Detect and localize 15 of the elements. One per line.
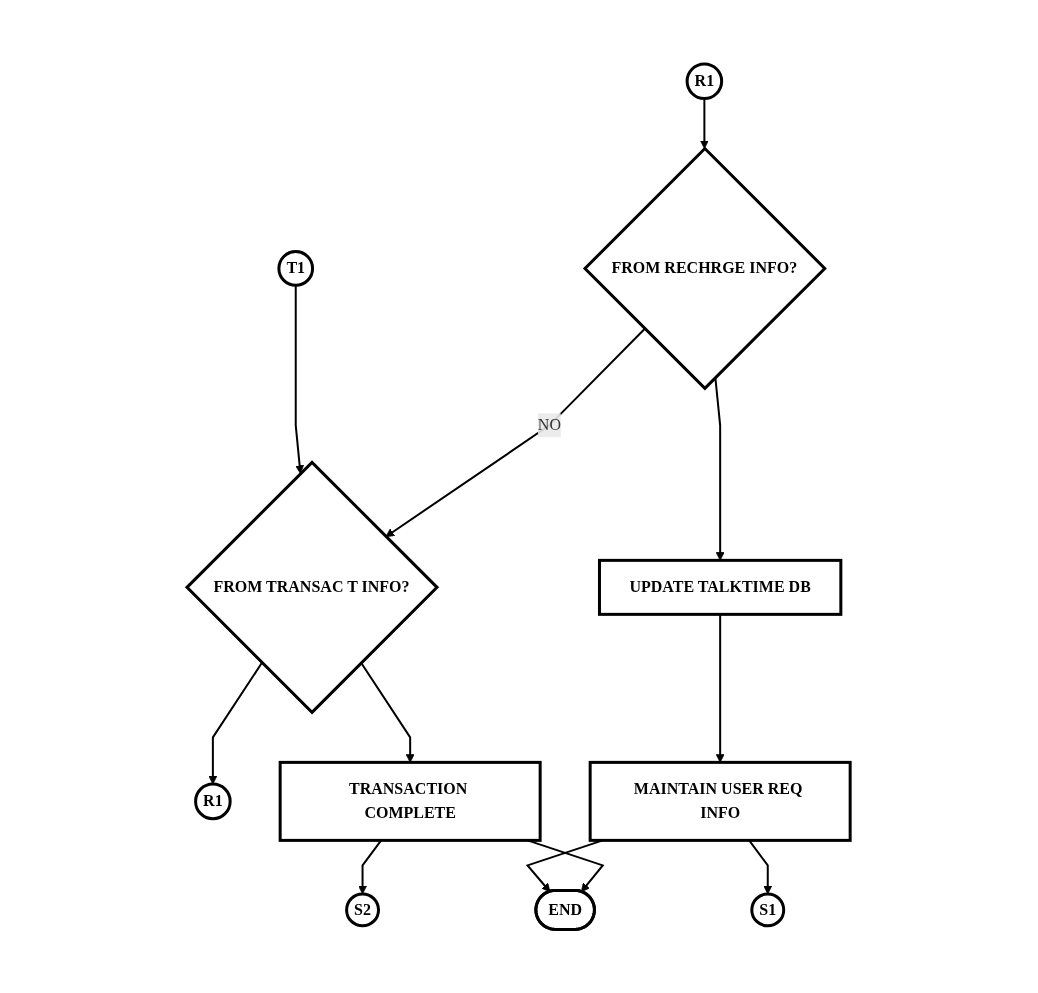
node-box: MAINTAIN USER REQ INFO	[589, 760, 853, 842]
node-circle: R1	[686, 62, 724, 100]
node-circle: S1	[750, 892, 786, 928]
arrow	[295, 284, 305, 474]
node-circle: S2	[345, 892, 381, 928]
node-box: TRANSACTION COMPLETE	[279, 760, 543, 842]
node-box: UPDATE TALKTIME DB	[598, 558, 843, 616]
arrow	[208, 661, 264, 785]
node-diamond: FROM TRANSAC T INFO?	[185, 460, 440, 715]
node-circle: R1	[194, 782, 233, 820]
node-diamond: FROM RECHRGE INFO?	[583, 146, 828, 391]
arrow	[360, 661, 415, 763]
edge-label: NO	[538, 416, 562, 434]
node-circle: T1	[277, 249, 315, 287]
arrow	[385, 327, 647, 537]
